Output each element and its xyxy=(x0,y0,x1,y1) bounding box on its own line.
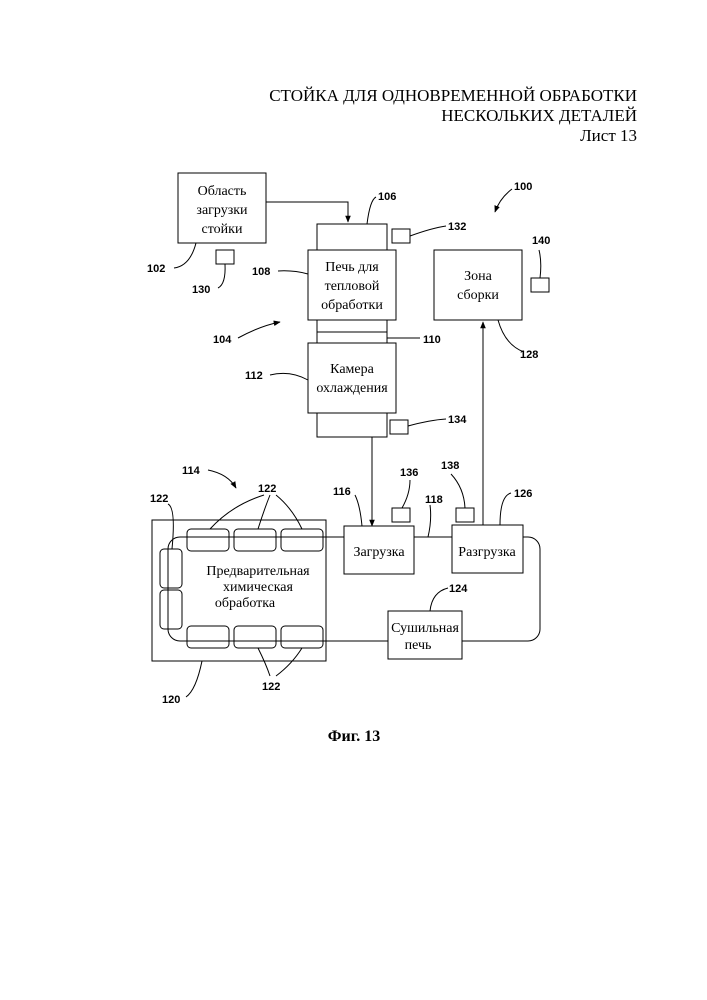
ref-122-bottom: 122 xyxy=(262,681,280,693)
rack-loading-area-label-2: загрузки xyxy=(196,203,248,218)
figure-caption: Фиг. 13 xyxy=(328,728,380,745)
cooling-chamber-label-2: охлаждения xyxy=(316,381,388,396)
transfer-segment-110 xyxy=(317,320,387,332)
leader-112 xyxy=(270,373,308,380)
ref-136: 136 xyxy=(400,467,418,479)
leader-106 xyxy=(367,197,376,224)
leader-102 xyxy=(174,243,196,268)
pretreatment-label-1: Предварительная xyxy=(206,564,310,579)
tank-top-3 xyxy=(281,529,323,551)
ref-138: 138 xyxy=(441,460,459,472)
drying-oven-label-2: печь xyxy=(405,638,432,653)
pretreatment-label-2: химическая xyxy=(223,580,293,595)
leader-122-top-a xyxy=(210,495,264,529)
leader-118 xyxy=(428,505,431,537)
tank-bottom-3 xyxy=(281,626,323,648)
furnace-label-3: обработки xyxy=(321,298,383,313)
unload-station-label: Разгрузка xyxy=(458,545,516,560)
assembly-zone-label-1: Зона xyxy=(464,269,493,284)
sensor-130 xyxy=(216,250,234,264)
leader-138 xyxy=(451,474,465,508)
sensor-136 xyxy=(392,508,410,522)
ref-106: 106 xyxy=(378,191,396,203)
leader-122-bottom-a xyxy=(258,648,270,676)
sensor-138 xyxy=(456,508,474,522)
tank-side-1 xyxy=(160,549,182,588)
ref-126: 126 xyxy=(514,488,532,500)
leader-132 xyxy=(410,226,446,236)
tank-top-1 xyxy=(187,529,229,551)
leader-120 xyxy=(186,661,202,697)
leader-134 xyxy=(408,419,446,426)
load-station-label: Загрузка xyxy=(353,545,405,560)
ref-122-top: 122 xyxy=(258,483,276,495)
furnace-label-2: тепловой xyxy=(325,279,380,294)
ref-134: 134 xyxy=(448,414,467,426)
ref-124: 124 xyxy=(449,583,468,595)
drying-oven-label-1: Сушильная xyxy=(391,621,459,636)
ref-114: 114 xyxy=(182,465,201,477)
leader-122-top-b xyxy=(258,495,270,529)
ref-132: 132 xyxy=(448,221,466,233)
furnace-label-1: Печь для xyxy=(325,260,379,275)
leader-136 xyxy=(402,480,410,508)
leader-140 xyxy=(539,250,541,278)
leader-100 xyxy=(495,189,512,212)
leader-130 xyxy=(218,264,225,288)
assembly-zone-box xyxy=(434,250,522,320)
furnace-entry-segment xyxy=(317,224,387,250)
sensor-132 xyxy=(392,229,410,243)
cooling-chamber-box xyxy=(308,343,396,413)
leader-122-bottom-b xyxy=(276,648,302,676)
ref-140: 140 xyxy=(532,235,550,247)
ref-116: 116 xyxy=(333,486,351,498)
sensor-134 xyxy=(390,420,408,434)
tank-top-2 xyxy=(234,529,276,551)
ref-108: 108 xyxy=(252,266,270,278)
ref-112: 112 xyxy=(245,370,263,382)
ref-102: 102 xyxy=(147,263,165,275)
leader-126 xyxy=(500,493,511,525)
tank-side-2 xyxy=(160,590,182,629)
leader-104 xyxy=(238,322,280,338)
rack-loading-area-label-3: стойки xyxy=(202,222,243,237)
assembly-zone-label-2: сборки xyxy=(457,288,499,303)
ref-100: 100 xyxy=(514,181,532,193)
pretreatment-label-3: обработка xyxy=(215,596,276,611)
tank-bottom-2 xyxy=(234,626,276,648)
cooling-chamber-label-1: Камера xyxy=(330,362,374,377)
ref-120: 120 xyxy=(162,694,180,706)
ref-118: 118 xyxy=(425,494,443,506)
loading-to-furnace-arrow xyxy=(266,202,348,222)
leader-114 xyxy=(208,470,236,488)
ref-130: 130 xyxy=(192,284,210,296)
ref-128: 128 xyxy=(520,349,538,361)
ref-110: 110 xyxy=(423,334,441,346)
sensor-140 xyxy=(531,278,549,292)
ref-104: 104 xyxy=(213,334,232,346)
rack-loading-area-label-1: Область xyxy=(198,184,247,199)
transfer-segment-lower xyxy=(317,332,387,343)
leader-122-top-c xyxy=(276,495,302,529)
leader-128 xyxy=(498,320,524,352)
leader-124 xyxy=(430,588,448,611)
leader-108 xyxy=(278,271,308,274)
leader-116 xyxy=(355,495,362,526)
ref-122-left: 122 xyxy=(150,493,168,505)
tank-bottom-1 xyxy=(187,626,229,648)
cooling-exit-segment xyxy=(317,413,387,437)
